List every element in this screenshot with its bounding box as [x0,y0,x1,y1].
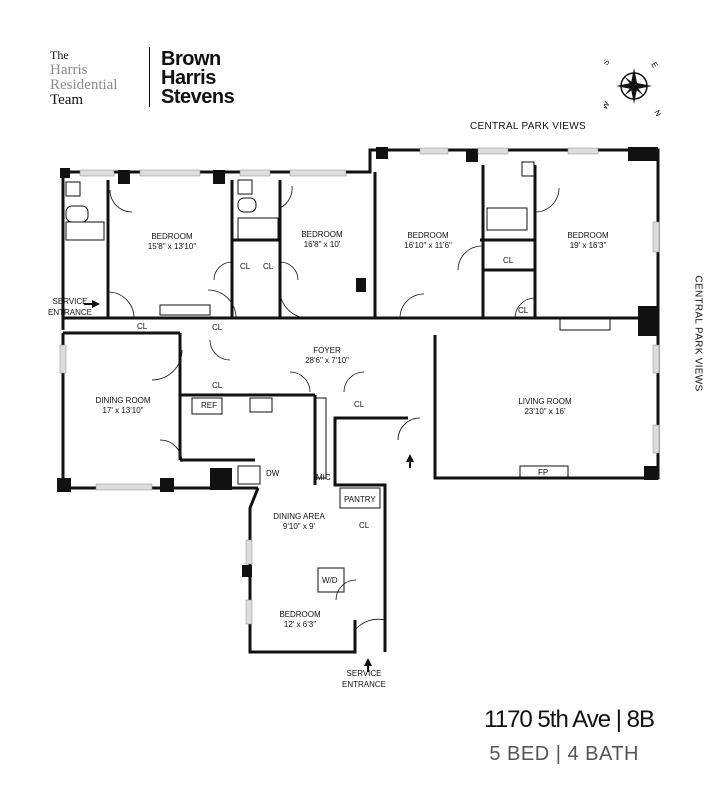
room-size: 28'6" x 7'10" [305,356,349,365]
listing-address: 1170 5th Ave | 8B [484,706,655,733]
room-dining-room: DINING ROOM 17' x 13'10" [95,396,150,416]
room-bedroom-1: BEDROOM 15'8" x 13'10" [148,232,196,252]
room-bedroom-2: BEDROOM 16'8" x 10' [301,230,342,250]
label-washer-dryer: W/D [322,576,338,585]
service-entrance-left-line2: ENTRANCE [48,308,93,317]
plan-walls [61,148,660,654]
service-entrance-bottom-line1: SERVICE [346,669,382,678]
service-entrance-left-line1: SERVICE [52,297,88,306]
logo-team: Team [50,92,84,108]
label-closet: CL [212,323,223,332]
room-bedroom-3: BEDROOM 16'10" x 11'6" [404,231,452,251]
label-fireplace: FP [538,468,549,477]
room-name: DINING ROOM [95,396,151,405]
label-dishwasher: DW [266,469,280,478]
logo-residential: Residential [50,77,118,93]
room-name: BEDROOM [279,610,321,619]
room-size: 15'8" x 13'10" [147,242,197,251]
room-size: 16'8" x 10' [303,240,341,249]
logo-divider [149,47,150,107]
plan-columns [57,147,658,577]
room-size: 9'10" x 9' [282,522,316,531]
harris-team-logo: The Harris Residential Team [50,48,118,108]
room-name: FOYER [313,346,341,355]
room-size: 16'10" x 11'6" [404,241,452,250]
label-refrigerator: REF [201,401,217,410]
entrance-arrows [84,300,414,672]
room-bedroom-5: BEDROOM 12' x 6'3" [279,610,320,630]
label-closet: CL [137,322,148,331]
listing-summary: 5 BED | 4 BATH [489,743,639,765]
logo-harris-bhs: Harris [161,67,216,89]
plan-doors [107,185,560,631]
label-closet: CL [240,262,251,271]
room-size: 17' x 13'10" [102,406,144,415]
room-name: BEDROOM [567,231,609,240]
room-dining-area: DINING AREA 9'10" x 9' [273,512,325,532]
room-name: DINING AREA [273,512,325,521]
room-name: BEDROOM [151,232,193,241]
compass-w: W [604,100,612,111]
plan-windows [59,147,660,625]
room-living-room: LIVING ROOM 23'10" x 16' [518,397,571,417]
compass-n: N [652,109,663,117]
logo-stevens: Stevens [161,86,235,108]
label-closet: CL [518,306,529,315]
label-microwave: MIC [316,473,331,482]
room-size: 19' x 16'3" [569,241,607,250]
logo-harris: Harris [50,62,88,78]
label-closet: CL [263,262,274,271]
room-bedroom-4: BEDROOM 19' x 16'3" [567,231,608,251]
compass-e: E [649,61,659,70]
room-foyer: FOYER 28'6" x 7'10" [305,346,349,366]
room-name: LIVING ROOM [518,397,572,406]
service-entrance-bottom: SERVICE ENTRANCE [342,668,386,690]
label-closet: CL [359,521,370,530]
label-closet: CL [354,400,365,409]
room-name: BEDROOM [301,230,343,239]
compass-s: S [604,58,611,67]
plan-fixtures [65,161,611,593]
label-pantry: PANTRY [344,495,376,504]
label-closet: CL [212,381,223,390]
logo-the: The [50,48,69,62]
brown-harris-stevens-logo: Brown Harris Stevens [161,48,235,108]
compass-rose-icon: S E W N [604,58,663,117]
room-size: 23'10" x 16' [524,407,566,416]
room-size: 12' x 6'3" [283,620,317,629]
service-entrance-bottom-line2: ENTRANCE [342,680,387,689]
label-closet: CL [503,256,514,265]
central-park-views-top: CENTRAL PARK VIEWS [470,121,586,132]
service-entrance-left: SERVICE ENTRANCE [48,296,92,318]
logo-brown: Brown [161,48,221,70]
room-name: BEDROOM [407,231,449,240]
